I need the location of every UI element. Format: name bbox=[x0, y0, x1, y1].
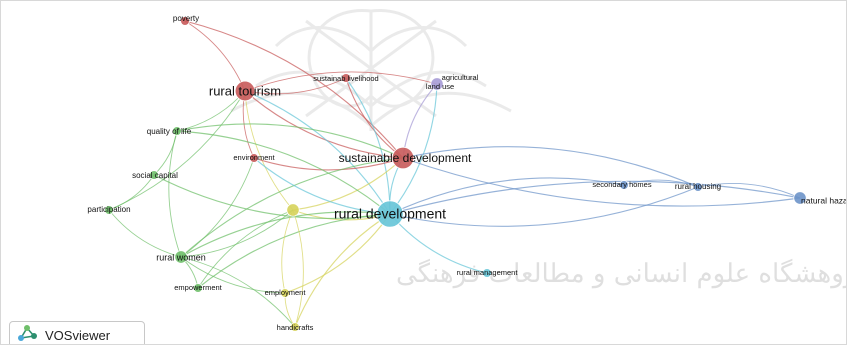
network-link-participation-rural_women bbox=[108, 209, 182, 258]
label-social-capital: social capital bbox=[132, 171, 178, 180]
node-empowerment[interactable] bbox=[193, 283, 203, 293]
network-link-rural_development-rural_housing bbox=[389, 186, 699, 227]
label-poverty: poverty bbox=[173, 14, 199, 23]
network-link-environment-rural_women bbox=[180, 157, 255, 258]
network-link-secondary_homes-rural_housing bbox=[623, 179, 699, 188]
network-link-rural_development-handicrafts bbox=[294, 213, 391, 328]
label-quality-of-life: quality of life bbox=[147, 127, 192, 136]
network-link-yellow_hub-employment bbox=[281, 209, 294, 294]
label-participation: participation bbox=[87, 205, 130, 214]
network-link-sustainable_development-rural_housing bbox=[402, 146, 699, 188]
network-link-rural_tourism-agricultural_land_use bbox=[244, 71, 438, 92]
node-handicrafts[interactable] bbox=[290, 322, 300, 332]
network-link-rural_development-environment bbox=[253, 157, 391, 215]
label-handicrafts: handicrafts bbox=[277, 323, 314, 332]
vosviewer-logo-icon bbox=[17, 324, 39, 345]
network-link-social_capital-participation bbox=[108, 174, 155, 211]
network-link-rural_tourism-participation bbox=[108, 90, 246, 211]
label-rural-women: rural women bbox=[156, 252, 206, 262]
label-sustainable-development: sustainable development bbox=[339, 151, 472, 165]
network-link-sustainable_development-environment bbox=[253, 157, 404, 171]
network-link-sustainable_livelihood-rural_development bbox=[345, 77, 391, 215]
node-yellow-hub[interactable] bbox=[286, 203, 300, 217]
node-rural-women[interactable] bbox=[174, 250, 188, 264]
label-sustainable-livelihood: sustainab livelihood bbox=[313, 74, 378, 83]
network-link-quality_of_life-social_capital bbox=[153, 130, 178, 176]
network-link-natural_hazards-rural_housing bbox=[697, 182, 801, 199]
network-link-rural_women-employment bbox=[180, 256, 286, 294]
network-link-agricultural_land_use-sustainable_development bbox=[402, 83, 438, 159]
network-link-rural_development-quality_of_life bbox=[176, 130, 391, 215]
node-rural-development[interactable] bbox=[376, 200, 404, 228]
network-link-sustainable_development-yellow_hub bbox=[292, 157, 404, 211]
network-link-sustainable_development-natural_hazards bbox=[402, 157, 801, 207]
node-secondary-homes[interactable] bbox=[619, 180, 629, 190]
network-edges bbox=[108, 20, 801, 328]
node-rural-tourism[interactable] bbox=[234, 80, 256, 102]
network-link-yellow_hub-handicrafts bbox=[292, 209, 304, 328]
node-rural-management[interactable] bbox=[482, 268, 492, 278]
network-link-sustainable_development-quality_of_life bbox=[176, 123, 404, 159]
label-natural-hazards: natural hazards bbox=[801, 195, 847, 205]
label-environment: environment bbox=[233, 153, 275, 162]
network-link-rural_development-secondary_homes bbox=[389, 177, 625, 215]
network-link-yellow_hub-empowerment bbox=[197, 209, 294, 289]
label-empowerment: empowerment bbox=[174, 283, 222, 292]
node-employment[interactable] bbox=[280, 288, 290, 298]
node-sustainable-development[interactable] bbox=[391, 146, 415, 170]
vosviewer-badge[interactable]: VOSviewer bbox=[9, 321, 145, 345]
network-link-rural_development-natural_hazards bbox=[389, 180, 801, 215]
network-link-rural_tourism-sustainable_development bbox=[244, 90, 404, 159]
vosviewer-label: VOSviewer bbox=[45, 327, 111, 343]
label-secondary-homes: secondary homes bbox=[592, 180, 651, 189]
network-link-rural_women-handicrafts bbox=[180, 256, 296, 328]
network-link-quality_of_life-rural_women bbox=[168, 130, 182, 258]
node-natural-hazards[interactable] bbox=[793, 191, 807, 205]
network-link-rural_tourism-rural_development bbox=[244, 90, 391, 215]
network-nodes[interactable] bbox=[104, 16, 807, 332]
node-poverty[interactable] bbox=[180, 16, 190, 26]
node-environment[interactable] bbox=[249, 153, 259, 163]
node-participation[interactable] bbox=[104, 205, 114, 215]
node-quality-of-life[interactable] bbox=[172, 126, 182, 136]
label-rural-housing: rural housing bbox=[675, 182, 721, 191]
label-employment: employment bbox=[265, 288, 307, 297]
label-rural-tourism: rural tourism bbox=[209, 83, 281, 98]
label-rural-management: rural management bbox=[457, 268, 519, 277]
network-link-rural_tourism-yellow_hub bbox=[244, 90, 294, 211]
node-rural-housing[interactable] bbox=[693, 182, 703, 192]
network-link-rural_development-empowerment bbox=[197, 213, 391, 289]
node-agricultural-land-use[interactable] bbox=[430, 77, 444, 91]
network-link-agricultural_land_use-rural_development bbox=[389, 83, 438, 215]
network-link-yellow_hub-rural_women bbox=[180, 209, 294, 258]
network-link-rural_tourism-sustainable_livelihood bbox=[244, 77, 347, 95]
label-rural-development: rural development bbox=[334, 206, 446, 222]
network-link-poverty-sustainable_development bbox=[184, 20, 404, 159]
network-link-rural_tourism-poverty bbox=[184, 20, 246, 92]
node-social-capital[interactable] bbox=[149, 170, 159, 180]
node-sustainable-livelihood[interactable] bbox=[341, 73, 351, 83]
network-link-rural_development-employment bbox=[284, 213, 391, 294]
